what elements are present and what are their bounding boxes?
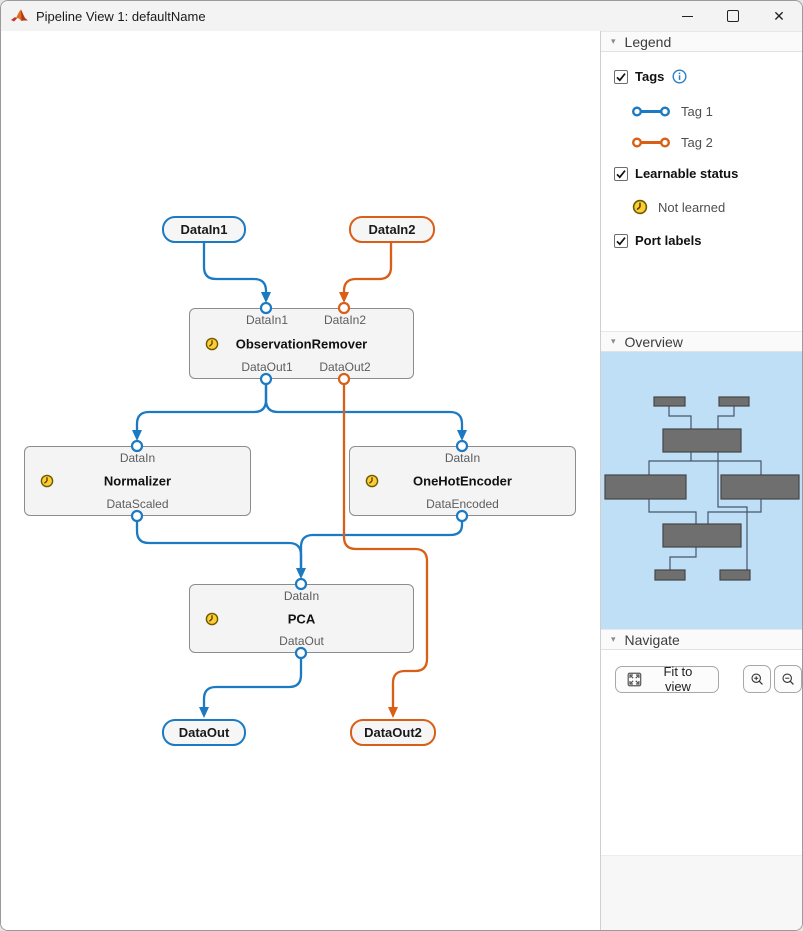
sidebar: ▾ Legend Tags Tag 1	[600, 31, 802, 930]
check-icon	[616, 169, 626, 178]
port-label-datain: DataIn	[444, 451, 481, 465]
zoom-in-button[interactable]	[743, 665, 771, 693]
port-label-datascaled: DataScaled	[106, 497, 169, 511]
port-labels-row: Port labels	[614, 233, 802, 248]
close-button[interactable]: ✕	[756, 1, 802, 31]
legend-item-tag2: Tag 2	[631, 135, 802, 150]
legend-header-label: Legend	[624, 33, 672, 50]
tags-row: Tags	[614, 69, 802, 84]
arrowhead	[296, 568, 306, 579]
collapse-arrow-icon: ▾	[611, 634, 616, 644]
edge-dataout1-to-normalizer[interactable]	[135, 384, 268, 434]
block-normalizer[interactable]: DataIn Normalizer DataScaled	[24, 446, 251, 516]
output-node-dataout[interactable]: DataOut	[162, 719, 246, 746]
block-onehotencoder[interactable]: DataIn OneHotEncoder DataEncoded	[349, 446, 576, 516]
maximize-button[interactable]	[710, 1, 756, 31]
output-node-dataout2[interactable]: DataOut2	[350, 719, 436, 746]
block-title: Normalizer	[103, 473, 172, 489]
arrowhead	[339, 292, 349, 303]
tag2-label: Tag 2	[681, 135, 713, 150]
block-title: OneHotEncoder	[413, 473, 512, 489]
minimap-graphic	[604, 396, 800, 581]
not-learned-clock-icon	[205, 337, 219, 350]
tags-checkbox[interactable]	[614, 69, 628, 84]
arrowhead	[261, 292, 271, 303]
navigate-section-header[interactable]: ▾ Navigate	[601, 629, 802, 650]
port-label-dataout: DataOut	[279, 634, 324, 648]
block-title: PCA	[287, 611, 316, 626]
fit-to-view-icon	[627, 672, 642, 686]
zoom-in-icon	[751, 673, 763, 685]
legend-item-not-learned: Not learned	[632, 199, 802, 215]
overview-minimap[interactable]	[601, 352, 802, 629]
navigate-content: Fit to view	[601, 650, 802, 694]
check-icon	[616, 236, 626, 245]
maximize-icon	[727, 10, 739, 22]
minimize-button[interactable]	[664, 1, 710, 31]
edge-datascaled-to-pca[interactable]	[135, 521, 303, 572]
close-icon: ✕	[773, 8, 785, 24]
legend-content: Tags Tag 1 Tag 2	[601, 52, 802, 331]
check-icon	[616, 72, 626, 81]
learnable-status-label: Learnable status	[635, 166, 739, 181]
port-labels-label: Port labels	[635, 233, 702, 248]
tags-label: Tags	[635, 69, 665, 84]
collapse-arrow-icon: ▾	[611, 336, 616, 346]
navigate-header-label: Navigate	[624, 631, 680, 648]
not-learned-clock-icon	[632, 199, 648, 215]
edge-datain1-to-observationremover[interactable]	[202, 242, 268, 297]
edge-dataout1-to-onehotencoder[interactable]	[264, 384, 464, 434]
learnable-status-checkbox[interactable]	[614, 166, 628, 181]
not-learned-clock-icon	[205, 612, 219, 625]
arrowhead	[132, 430, 142, 441]
output-node-label: DataOut2	[364, 725, 422, 740]
edge-dataout2-to-dataout2[interactable]	[342, 384, 429, 711]
output-node-label: DataOut	[178, 725, 230, 740]
input-node-datain1[interactable]: DataIn1	[162, 216, 246, 243]
edge-dataencoded-to-pca[interactable]	[299, 521, 464, 572]
learnable-status-row: Learnable status	[614, 166, 802, 181]
overview-header-label: Overview	[624, 333, 683, 350]
port-label-datain: DataIn	[283, 589, 320, 603]
port-label-datain2: DataIn2	[323, 313, 367, 327]
input-node-datain2[interactable]: DataIn2	[349, 216, 435, 243]
window-title: Pipeline View 1: defaultName	[36, 8, 206, 24]
arrowhead	[199, 707, 209, 718]
arrowhead	[457, 430, 467, 441]
legend-section-header[interactable]: ▾ Legend	[601, 31, 802, 52]
input-node-label: DataIn1	[180, 222, 228, 237]
not-learned-clock-icon	[40, 474, 54, 488]
port-label-dataout2: DataOut2	[319, 360, 371, 374]
block-observationremover[interactable]: DataIn1 DataIn2 ObservationRemover DataO…	[189, 308, 414, 379]
fit-to-view-label: Fit to view	[663, 664, 693, 694]
info-icon[interactable]	[672, 69, 687, 84]
port-label-dataout1: DataOut1	[241, 360, 293, 374]
titlebar: Pipeline View 1: defaultName ✕	[1, 1, 802, 32]
minimize-icon	[681, 15, 693, 17]
arrowhead	[388, 707, 398, 718]
port-labels-checkbox[interactable]	[614, 233, 628, 248]
block-title: ObservationRemover	[235, 336, 368, 351]
port-label-dataencoded: DataEncoded	[426, 497, 499, 511]
tag2-sample-icon	[632, 137, 671, 148]
tag1-label: Tag 1	[681, 104, 713, 119]
overview-section-header[interactable]: ▾ Overview	[601, 331, 802, 352]
tag1-sample-icon	[632, 106, 671, 117]
not-learned-label: Not learned	[658, 199, 726, 215]
zoom-out-button[interactable]	[774, 665, 802, 693]
zoom-out-icon	[782, 673, 794, 685]
legend-item-tag1: Tag 1	[631, 104, 802, 119]
edge-pca-to-dataout[interactable]	[202, 658, 303, 711]
port-label-datain: DataIn	[119, 451, 156, 465]
fit-to-view-button[interactable]: Fit to view	[615, 664, 719, 694]
pipeline-canvas[interactable]: DataIn1 DataIn2 DataIn1 DataIn2 Observat…	[1, 31, 600, 930]
matlab-icon	[11, 9, 28, 21]
collapse-arrow-icon: ▾	[611, 36, 616, 46]
block-pca[interactable]: DataIn PCA DataOut	[189, 584, 414, 653]
input-node-label: DataIn2	[368, 222, 416, 237]
edge-datain2-to-observationremover[interactable]	[342, 242, 393, 297]
sidebar-empty-area	[601, 855, 802, 930]
port-label-datain1: DataIn1	[245, 313, 289, 327]
